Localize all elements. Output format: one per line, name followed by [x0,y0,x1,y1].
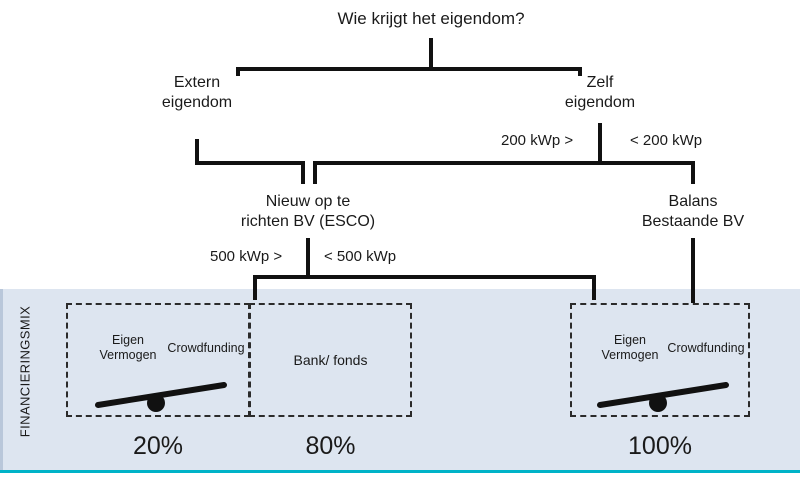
accent-rule [0,470,800,473]
edge-label-200kwp-gt: 200 kWp > [501,132,574,149]
edge-label-200kwp-lt: < 200 kWp [630,132,703,149]
financing-box-eigen-vermogen-crowdfunding-20: Eigen Vermogen Crowdfunding [66,303,250,417]
financing-box-center-label: Bank/ fonds [293,352,368,368]
seesaw-icon [597,382,729,412]
seesaw-left-label: Eigen Vermogen [601,333,659,363]
node-extern-eigendom: Extern eigendom [161,74,233,112]
node-esco: Nieuw op te richten BV (ESCO) [240,193,376,231]
financing-percent-20: 20% [132,432,184,460]
edge-label-500kwp-gt: 500 kWp > [210,248,283,265]
financing-box-bank-fonds-80: Bank/ fonds [249,303,412,417]
node-balans-bestaande-bv: Balans Bestaande BV [641,193,745,231]
node-zelf-eigendom: Zelf eigendom [564,74,636,112]
financing-mix-band-label: FINANCIERINGSMIX [17,305,33,438]
seesaw-right-label: Crowdfunding [167,341,245,355]
edge-label-500kwp-lt: < 500 kWp [324,248,397,265]
financing-percent-100: 100% [628,432,692,460]
seesaw-right-label: Crowdfunding [667,341,745,355]
financing-mix-band: FINANCIERINGSMIX [0,289,800,470]
seesaw-left-label: Eigen Vermogen [99,333,157,363]
seesaw-icon [95,382,227,412]
financing-box-eigen-vermogen-crowdfunding-100: Eigen Vermogen Crowdfunding [570,303,750,417]
financing-percent-80: 80% [305,432,356,460]
diagram-title: Wie krijgt het eigendom? [337,9,525,28]
